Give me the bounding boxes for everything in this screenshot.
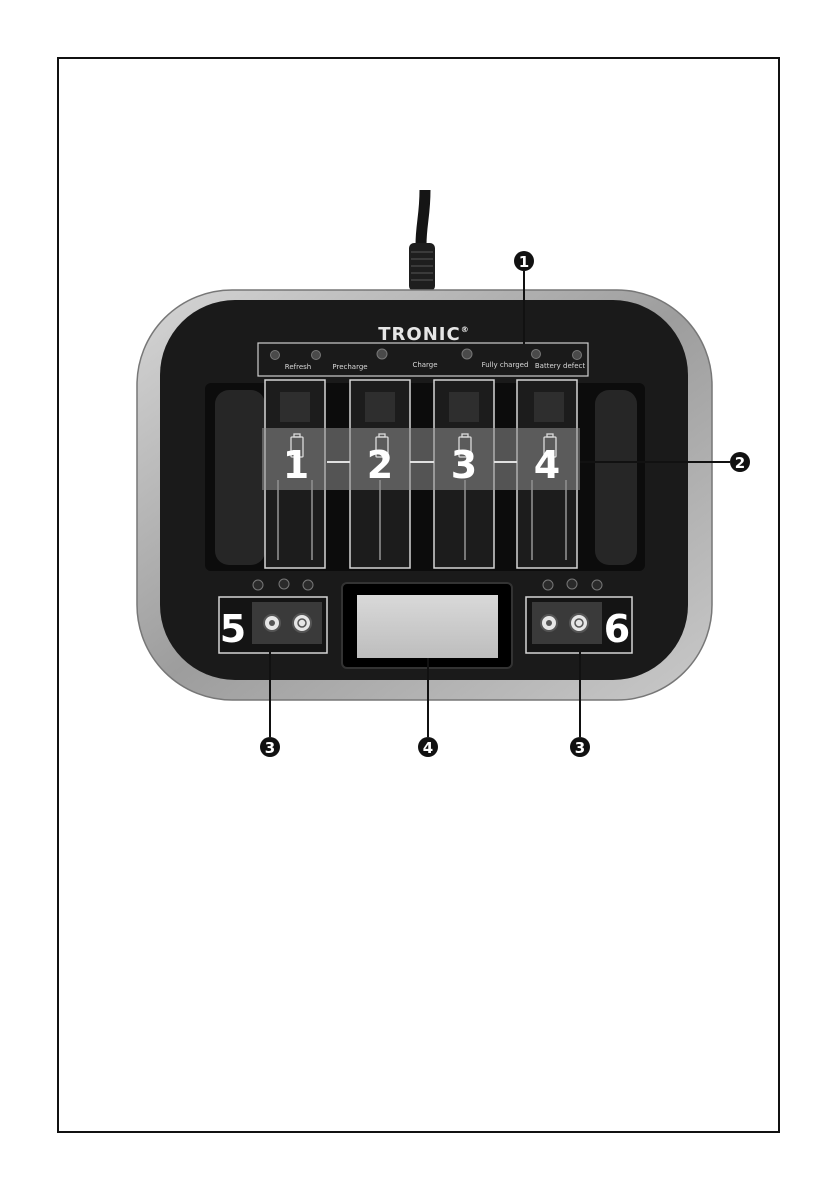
slot-number-3: 3 <box>451 443 477 487</box>
callout-3-right: 3 <box>570 737 590 757</box>
callout-4: 4 <box>418 737 438 757</box>
callout-1: 1 <box>514 251 534 271</box>
slot-number-1: 1 <box>283 443 309 487</box>
slot-number-5: 5 <box>220 607 246 651</box>
led-label-charge: Charge <box>412 361 437 369</box>
slot-number-4: 4 <box>534 443 560 487</box>
led-label-fully-charged: Fully charged <box>482 361 529 369</box>
svg-text:4: 4 <box>423 739 433 757</box>
slot-number-2: 2 <box>367 443 393 487</box>
slot-number-6: 6 <box>604 607 630 651</box>
led-5 <box>532 350 541 359</box>
led-6 <box>573 351 582 360</box>
power-cable <box>421 190 425 245</box>
callout-3-left: 3 <box>260 737 280 757</box>
left-cradle <box>215 390 265 565</box>
led-4 <box>462 349 472 359</box>
slot-label-band <box>262 428 580 490</box>
lcd-display <box>357 595 498 658</box>
right-cradle <box>595 390 637 565</box>
led-1 <box>271 351 280 360</box>
svg-text:3: 3 <box>575 739 585 757</box>
led-2 <box>312 351 321 360</box>
svg-text:3: 3 <box>265 739 275 757</box>
svg-text:2: 2 <box>735 454 745 472</box>
brand-logo: TRONIC® <box>378 324 469 345</box>
led-label-refresh: Refresh <box>285 363 311 371</box>
led-label-battery-defect: Battery defect <box>535 362 586 370</box>
led-label-precharge: Precharge <box>332 363 367 371</box>
svg-text:1: 1 <box>519 253 529 271</box>
callout-2: 2 <box>730 452 750 472</box>
led-3 <box>377 349 387 359</box>
